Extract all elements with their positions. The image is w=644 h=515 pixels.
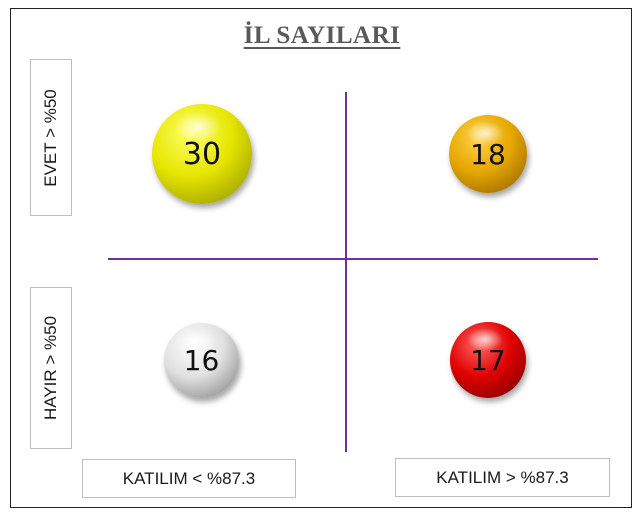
ball-bottom-left-value: 16 <box>183 344 220 377</box>
y-label-evet: EVET > %50 <box>41 88 60 187</box>
diagram-frame <box>10 8 632 508</box>
x-label-high-box: KATILIM > %87.3 <box>395 458 610 497</box>
diagram-title: İL SAYILARI <box>243 22 401 49</box>
y-label-hayir: HAYIR > %50 <box>41 315 60 421</box>
horizontal-divider <box>108 258 598 260</box>
ball-top-right: 18 <box>449 115 527 193</box>
ball-top-left: 30 <box>152 104 252 204</box>
vertical-divider <box>345 92 347 452</box>
ball-top-left-value: 30 <box>182 136 222 172</box>
ball-top-right-value: 18 <box>470 137 506 171</box>
y-label-hayir-box: HAYIR > %50 <box>30 287 72 449</box>
ball-bottom-right-value: 17 <box>470 343 506 377</box>
ball-bottom-right: 17 <box>450 322 526 398</box>
y-label-evet-box: EVET > %50 <box>30 59 72 216</box>
ball-bottom-left: 16 <box>164 323 239 398</box>
x-label-low: KATILIM < %87.3 <box>122 468 256 488</box>
x-label-low-box: KATILIM < %87.3 <box>82 459 296 498</box>
x-label-high: KATILIM > %87.3 <box>436 467 569 487</box>
